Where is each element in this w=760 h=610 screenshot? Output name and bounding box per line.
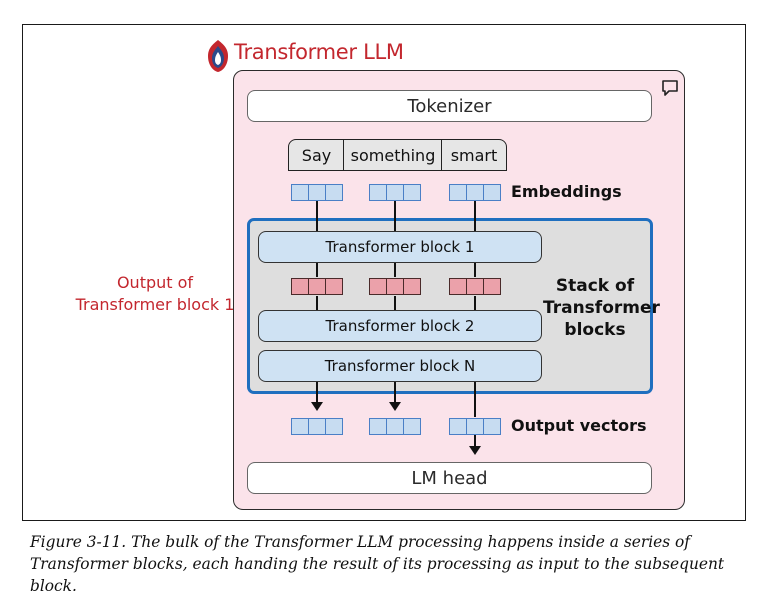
embedding-vector	[291, 184, 343, 201]
llm-title: Transformer LLM	[234, 40, 404, 64]
stack-label-line: blocks	[564, 320, 626, 340]
speech-bubble-icon	[662, 80, 678, 96]
token-something: something	[343, 139, 443, 171]
intermediate-vector	[291, 278, 343, 295]
output-vector	[291, 418, 343, 435]
output-vector	[449, 418, 501, 435]
output-of-line: Transformer block 1	[75, 295, 235, 314]
intermediate-vector	[449, 278, 501, 295]
embeddings-label: Embeddings	[511, 182, 622, 201]
figure-caption: Figure 3-11. The bulk of the Transformer…	[30, 533, 725, 595]
stack-label-line: Stack of	[555, 276, 635, 296]
intermediate-vector	[369, 278, 421, 295]
figure-frame	[22, 24, 746, 521]
stack-label-line: Transformer	[543, 298, 660, 318]
transformer-block-1: Transformer block 1	[258, 231, 542, 263]
embedding-vector	[449, 184, 501, 201]
token-smart: smart	[441, 139, 507, 171]
embedding-vector	[369, 184, 421, 201]
output-vectors-label: Output vectors	[511, 416, 647, 435]
output-vector	[369, 418, 421, 435]
token-say: Say	[288, 139, 345, 171]
output-of-line: Output of	[116, 273, 194, 292]
lm-head-box: LM head	[247, 462, 652, 494]
transformer-block-n: Transformer block N	[258, 350, 542, 382]
transformer-block-2: Transformer block 2	[258, 310, 542, 342]
transformer-logo-icon	[208, 40, 228, 72]
stack-label: Stack of Transformer blocks	[543, 275, 660, 341]
output-of-block-label: Output of Transformer block 1	[66, 272, 244, 316]
tokenizer-box: Tokenizer	[247, 90, 652, 122]
